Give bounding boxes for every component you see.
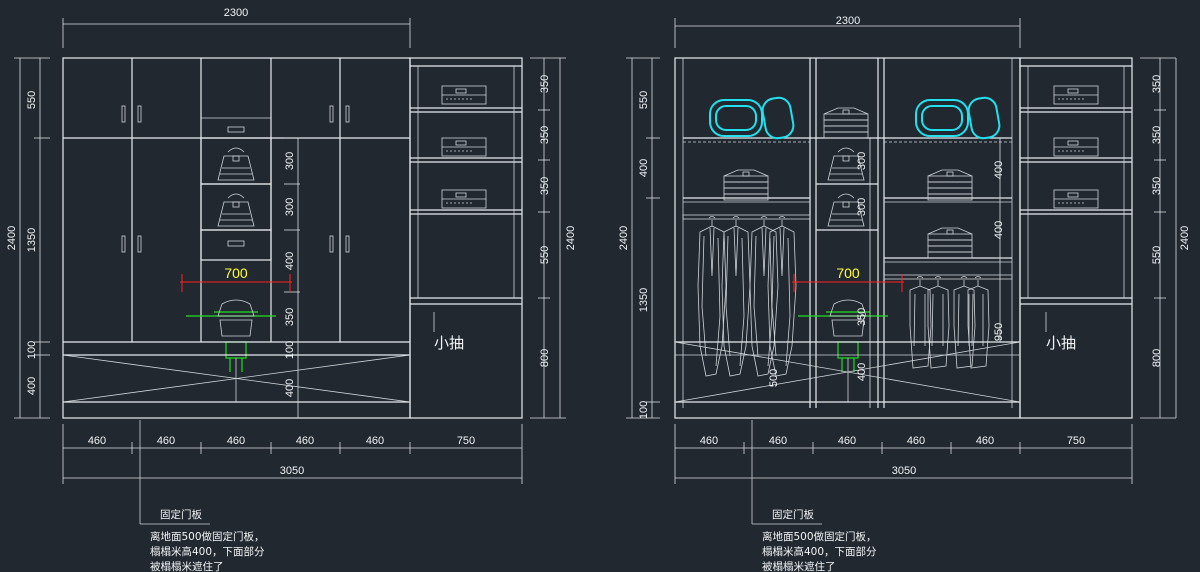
svg-text:1350: 1350	[26, 228, 38, 252]
svg-text:460: 460	[838, 435, 856, 447]
svg-text:小抽: 小抽	[1046, 334, 1076, 352]
svg-text:350: 350	[1151, 75, 1163, 93]
svg-text:400: 400	[993, 161, 1005, 179]
svg-text:400: 400	[993, 221, 1005, 239]
svg-text:300: 300	[284, 198, 296, 216]
left-total-height: 2400	[6, 226, 18, 250]
svg-text:100: 100	[638, 401, 650, 419]
svg-text:300: 300	[856, 198, 868, 216]
svg-text:460: 460	[366, 435, 384, 447]
note-title: 固定门板	[160, 508, 202, 521]
svg-text:离地面500做固定门板，: 离地面500做固定门板，	[762, 530, 877, 543]
svg-text:350: 350	[284, 308, 296, 326]
top-width-label: 2300	[224, 7, 248, 19]
svg-text:460: 460	[700, 435, 718, 447]
svg-text:2400: 2400	[1179, 226, 1191, 250]
svg-text:350: 350	[1151, 177, 1163, 195]
left-elevation: 2300	[6, 7, 577, 572]
svg-text:2400: 2400	[618, 226, 630, 250]
svg-text:460: 460	[907, 435, 925, 447]
svg-text:榻榻米高400，下面部分: 榻榻米高400，下面部分	[150, 545, 265, 558]
svg-text:460: 460	[227, 435, 245, 447]
svg-text:460: 460	[769, 435, 787, 447]
svg-text:950: 950	[993, 323, 1005, 341]
svg-text:550: 550	[26, 91, 38, 109]
svg-text:被榻榻米遮住了: 被榻榻米遮住了	[762, 560, 836, 572]
svg-text:固定门板: 固定门板	[772, 508, 814, 521]
svg-text:460: 460	[88, 435, 106, 447]
svg-text:460: 460	[976, 435, 994, 447]
svg-text:350: 350	[539, 126, 551, 144]
svg-text:750: 750	[1067, 435, 1085, 447]
svg-text:300: 300	[284, 152, 296, 170]
svg-text:800: 800	[1151, 349, 1163, 367]
drawer-label: 小抽	[434, 334, 464, 352]
svg-text:350: 350	[539, 177, 551, 195]
svg-text:350: 350	[539, 75, 551, 93]
svg-text:榻榻米高400，下面部分: 榻榻米高400，下面部分	[762, 545, 877, 558]
svg-text:100: 100	[26, 341, 38, 359]
svg-text:550: 550	[539, 246, 551, 264]
svg-text:350: 350	[1151, 126, 1163, 144]
svg-text:2400: 2400	[565, 226, 577, 250]
callout-700: 700	[224, 265, 248, 281]
bottom-total: 3050	[280, 465, 304, 477]
svg-text:750: 750	[457, 435, 475, 447]
svg-text:300: 300	[856, 152, 868, 170]
svg-text:2300: 2300	[836, 15, 860, 27]
svg-text:400: 400	[284, 252, 296, 270]
svg-text:1350: 1350	[638, 288, 650, 312]
svg-text:550: 550	[1151, 246, 1163, 264]
svg-text:400: 400	[284, 379, 296, 397]
svg-text:800: 800	[539, 349, 551, 367]
right-elevation: 2300	[618, 15, 1191, 572]
svg-text:离地面500做固定门板，: 离地面500做固定门板，	[150, 530, 265, 543]
svg-text:500: 500	[768, 369, 780, 387]
svg-text:被榻榻米遮住了: 被榻榻米遮住了	[150, 560, 224, 572]
svg-text:700: 700	[836, 265, 860, 281]
svg-text:350: 350	[856, 308, 868, 326]
svg-text:550: 550	[638, 91, 650, 109]
svg-text:400: 400	[26, 377, 38, 395]
svg-text:400: 400	[856, 363, 868, 381]
svg-text:3050: 3050	[892, 465, 916, 477]
svg-text:100: 100	[284, 341, 296, 359]
svg-text:460: 460	[157, 435, 175, 447]
svg-text:400: 400	[638, 159, 650, 177]
svg-text:460: 460	[296, 435, 314, 447]
